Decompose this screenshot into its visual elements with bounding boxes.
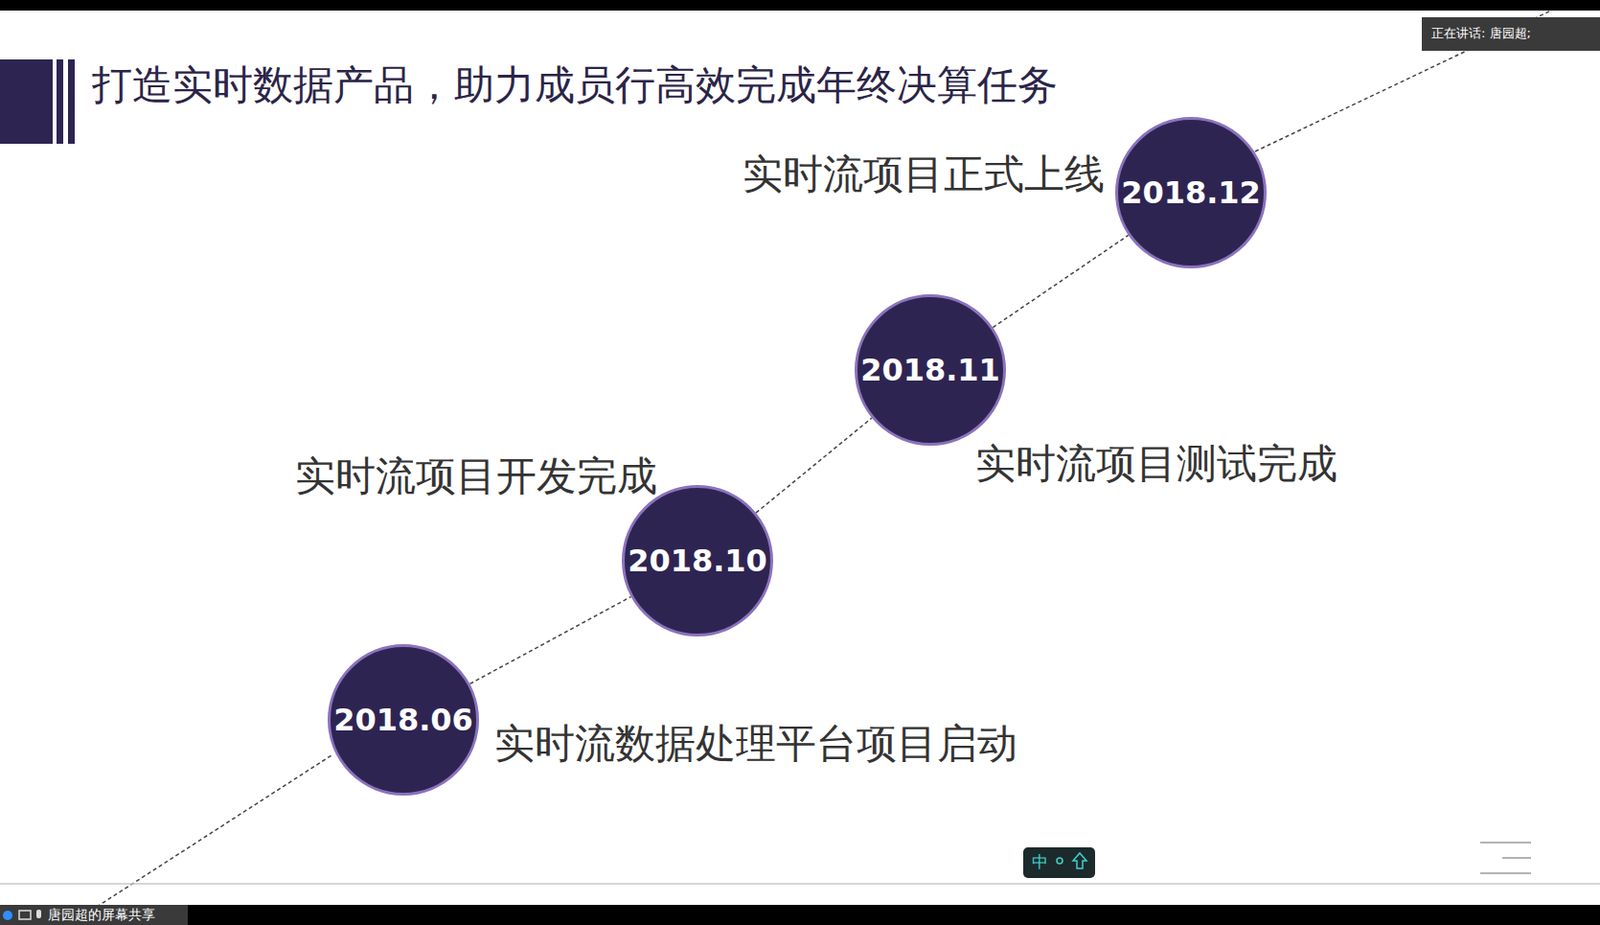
screen-icon bbox=[19, 910, 31, 919]
share-panel bbox=[0, 904, 188, 925]
milestone-date: 2018.11 bbox=[860, 351, 1001, 389]
menu-line bbox=[1480, 841, 1532, 844]
ime-symbol bbox=[1056, 857, 1063, 864]
milestone-label: 实时流项目开发完成 bbox=[295, 452, 658, 501]
connector-line bbox=[755, 417, 872, 513]
title-bar bbox=[68, 59, 75, 144]
milestone-circle: 2018.12实时流项目正式上线 bbox=[1115, 116, 1267, 269]
milestone-date: 2018.10 bbox=[627, 542, 768, 579]
dashed-connector bbox=[469, 596, 631, 685]
milestone-circle: 2018.10实时流项目开发完成 bbox=[621, 484, 774, 637]
milestone-circle: 2018.06实时流数据处理平台项目启动 bbox=[327, 643, 480, 796]
slide-edge bbox=[0, 882, 1600, 885]
milestone-label: 实时流项目正式上线 bbox=[742, 150, 1105, 199]
ime-symbol bbox=[1073, 852, 1087, 869]
speaker-indicator: 正在讲话: 唐园超; bbox=[1431, 25, 1532, 42]
top-bar bbox=[0, 0, 1600, 11]
dashed-extension bbox=[1255, 10, 1552, 152]
title-block bbox=[0, 59, 53, 144]
speaker-panel bbox=[1421, 17, 1600, 51]
screen-share-label: 唐园超的屏幕共享 bbox=[47, 906, 156, 923]
mic-icon bbox=[36, 909, 42, 918]
ime-mode: 中 bbox=[1031, 851, 1049, 871]
title-bar bbox=[56, 59, 64, 144]
ime-widget bbox=[1023, 846, 1096, 878]
connector-line bbox=[992, 234, 1128, 327]
dashed-connector bbox=[755, 417, 872, 513]
milestone-date: 2018.06 bbox=[333, 701, 474, 738]
connector-line bbox=[469, 596, 631, 685]
menu-line bbox=[1480, 871, 1532, 874]
milestone-circle: 2018.11实时流项目测试完成 bbox=[854, 294, 1006, 446]
milestone-date: 2018.12 bbox=[1120, 174, 1261, 211]
bottom-bar bbox=[0, 904, 1600, 925]
user-icon bbox=[2, 910, 13, 920]
menu-line bbox=[1502, 856, 1532, 859]
milestone-label: 实时流数据处理平台项目启动 bbox=[494, 719, 1018, 768]
slide-title: 打造实时数据产品，助力成员行高效完成年终决算任务 bbox=[91, 61, 1058, 110]
milestone-label: 实时流项目测试完成 bbox=[975, 439, 1338, 488]
dashed-connector bbox=[992, 234, 1128, 327]
